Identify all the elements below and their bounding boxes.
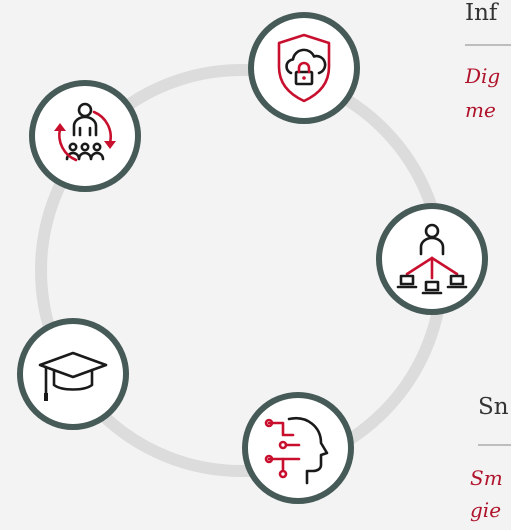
item-divider — [465, 44, 511, 46]
item-title-smart: Sn — [478, 394, 509, 420]
item-subtitle-line: gie — [470, 498, 502, 522]
cloud-security-node[interactable] — [248, 12, 360, 124]
team-cycle-node[interactable] — [29, 80, 141, 192]
item-title-info: Inf — [465, 0, 498, 26]
item-subtitle-line: Dig — [465, 64, 501, 88]
team-cycle-icon — [54, 102, 116, 162]
ai-head-circuit-icon — [264, 416, 329, 485]
user-network-icon — [396, 223, 468, 295]
cloud-security-shield-icon — [277, 33, 331, 103]
education-node[interactable] — [17, 318, 129, 430]
item-subtitle-line: me — [465, 98, 496, 122]
item-subtitle-line: Sm — [470, 466, 503, 490]
item-divider — [478, 444, 511, 446]
user-network-node[interactable] — [376, 203, 488, 315]
graduation-cap-icon — [38, 351, 108, 401]
ai-node[interactable] — [242, 392, 354, 504]
